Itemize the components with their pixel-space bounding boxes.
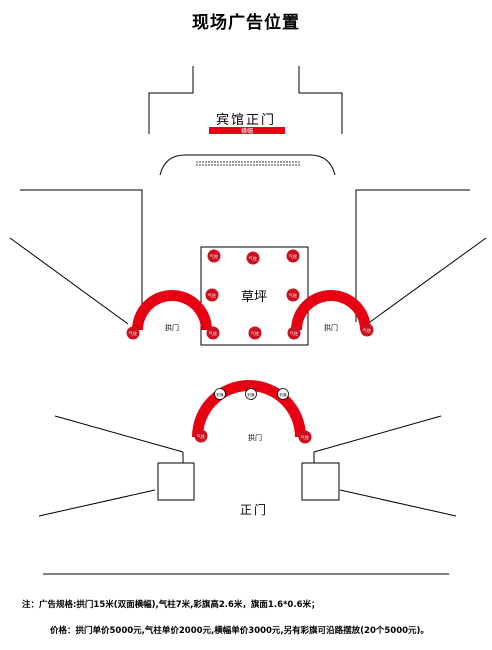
svg-text:气柱: 气柱 <box>251 330 260 337</box>
svg-text:气柱: 气柱 <box>289 292 298 299</box>
svg-text:彩旗: 彩旗 <box>279 392 287 397</box>
pillar-lawn-bottom-left: 气柱 <box>206 326 220 340</box>
hotel-banner-label: 横幅 <box>241 127 253 135</box>
pillar-lawn-bottom-right: 气柱 <box>287 326 301 340</box>
right-gate-booth <box>301 452 340 501</box>
svg-text:气柱: 气柱 <box>290 330 299 337</box>
svg-text:气柱: 气柱 <box>301 434 310 441</box>
pillar-bottom-arch-left: 气柱 <box>194 429 208 443</box>
page-title: 现场广告位置 <box>192 13 300 33</box>
svg-text:气柱: 气柱 <box>249 255 258 262</box>
pillar-bottom-arch-right: 气柱 <box>298 430 312 444</box>
driveway-curve <box>159 154 336 176</box>
hotel-gate-label: 宾馆正门 <box>216 112 276 128</box>
pillar-left-arch: 气柱 <box>126 326 140 340</box>
lawn-label: 草坪 <box>241 290 267 305</box>
lower-left-road <box>38 415 184 517</box>
flag-center: 彩旗 <box>245 388 257 400</box>
right-road <box>355 189 487 323</box>
hotel-building <box>148 66 343 134</box>
svg-text:气柱: 气柱 <box>197 433 206 440</box>
left-road <box>9 189 143 330</box>
right-arch-label: 拱门 <box>324 323 338 332</box>
left-arch <box>132 290 212 330</box>
spec-note: 注：广告规格:拱门15米(双面横幅),气柱7米,彩旗高2.6米，旗面1.6*0.… <box>22 600 320 610</box>
svg-text:气柱: 气柱 <box>208 292 217 299</box>
svg-text:彩旗: 彩旗 <box>216 392 224 397</box>
svg-text:气柱: 气柱 <box>129 330 138 337</box>
price-note: 价格：拱门单价5000元,气柱单价2000元,横幅单价3000元,另有彩旗可沿路… <box>50 626 429 636</box>
svg-text:彩旗: 彩旗 <box>247 392 255 397</box>
pillar-lawn-top-left: 气柱 <box>207 249 221 263</box>
pillar-lawn-top-right: 气柱 <box>286 249 300 263</box>
main-gate-label: 正门 <box>240 502 268 517</box>
pillar-right-arch: 气柱 <box>360 323 374 337</box>
bottom-arch-label: 拱门 <box>248 433 262 442</box>
left-arch-label: 拱门 <box>165 323 179 332</box>
pillar-lawn-top-center: 气柱 <box>246 251 260 265</box>
svg-text:气柱: 气柱 <box>209 330 218 337</box>
flag-right: 彩旗 <box>277 388 289 400</box>
left-gate-booth <box>157 452 195 501</box>
pillar-lawn-middle-left: 气柱 <box>205 288 219 302</box>
flag-left: 彩旗 <box>214 388 226 400</box>
pillar-lawn-bottom-center: 气柱 <box>248 326 262 340</box>
svg-text:气柱: 气柱 <box>210 253 219 260</box>
hotel-banner <box>209 127 285 134</box>
lower-right-road <box>313 415 457 517</box>
right-arch <box>291 290 371 330</box>
pillar-lawn-middle-right: 气柱 <box>286 288 300 302</box>
svg-text:气柱: 气柱 <box>363 327 372 334</box>
svg-text:气柱: 气柱 <box>289 253 298 260</box>
lawn-area <box>200 246 309 346</box>
